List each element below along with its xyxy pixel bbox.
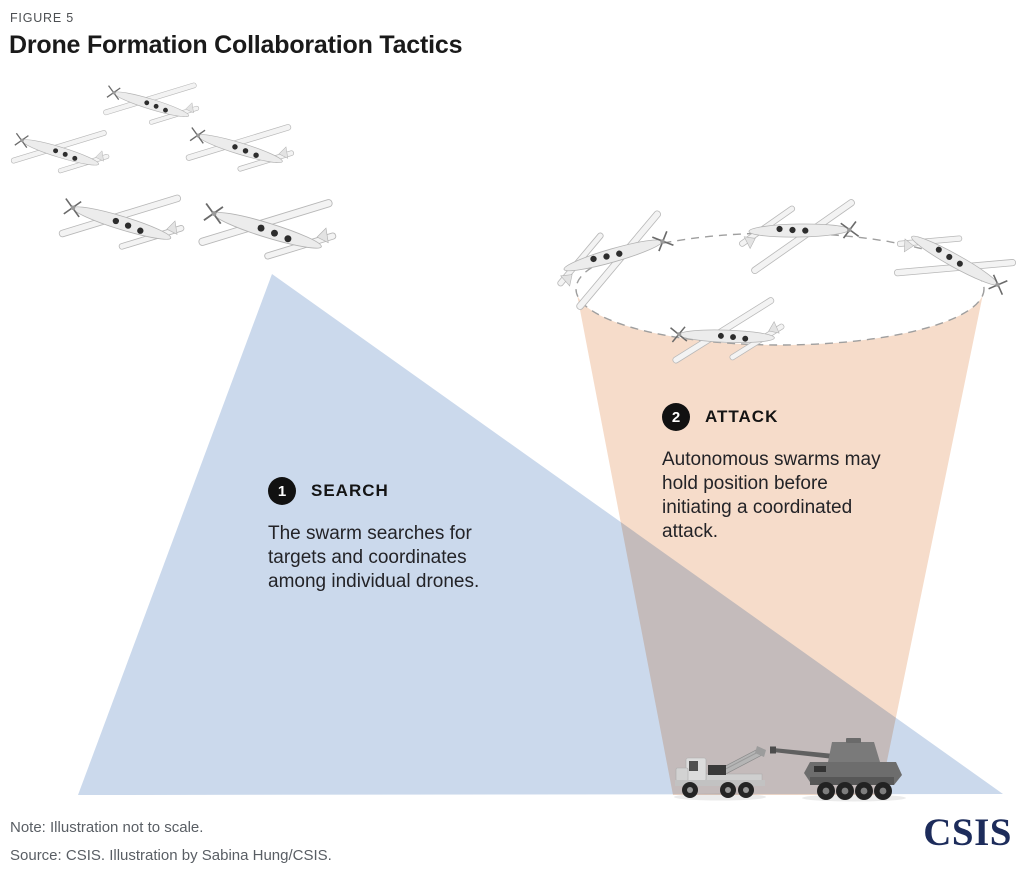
step-1-header: 1 SEARCH [268,477,518,505]
step-2-description: Autonomous swarms may hold position befo… [662,449,881,542]
drone-icon [57,193,186,251]
drone-icon [102,81,200,126]
step-1-description: The swarm searches for targets and coord… [268,523,480,592]
search-swarm [9,81,338,261]
drone-icon [731,185,868,278]
figure-title: Drone Formation Collaboration Tactics [9,31,463,59]
figure-source: Source: CSIS. Illustration by Sabina Hun… [10,847,332,864]
figure-eyebrow: FIGURE 5 [10,11,75,25]
step-search-label: 1 SEARCH The swarm searches for targets … [268,477,518,594]
step-2-header: 2 ATTACK [662,403,914,431]
figure-note: Note: Illustration not to scale. [10,819,204,836]
drone-icon [545,197,683,315]
drone-icon [9,129,111,175]
rocket-launcher-truck-icon [674,746,766,801]
step-2-name: ATTACK [705,407,779,426]
drone-icon [184,123,295,173]
step-2-badge: 2 [662,403,690,431]
drone-icon [197,197,338,261]
csis-logo: CSIS [923,811,1012,854]
step-attack-label: 2 ATTACK Autonomous swarms may hold posi… [662,403,914,544]
step-1-badge: 1 [268,477,296,505]
step-1-name: SEARCH [311,481,389,500]
drone-icon [889,222,1020,302]
self-propelled-artillery-icon [770,738,906,802]
